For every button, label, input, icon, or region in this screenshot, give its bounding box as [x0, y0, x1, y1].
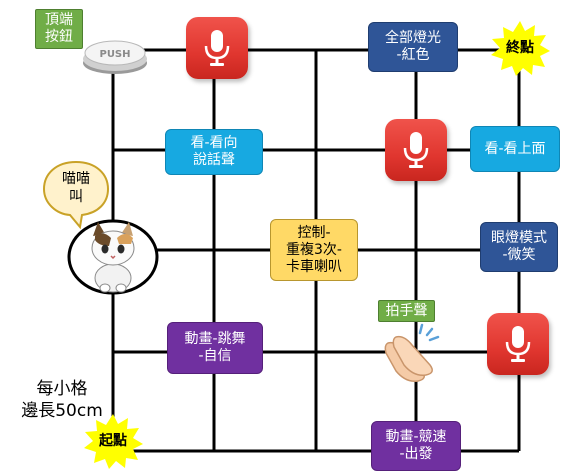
finish-label: 終點 — [506, 40, 534, 56]
dance-animation-block: 動畫-跳舞 -自信 — [167, 322, 263, 374]
all-lights-red-block: 全部燈光 -紅色 — [368, 22, 458, 72]
clap-sound-label: 拍手聲 — [378, 300, 435, 322]
look-up-block: 看-看上面 — [470, 126, 560, 172]
cat-icon — [67, 219, 159, 295]
eye-lights-block: 眼燈模式 -微笑 — [480, 222, 558, 272]
grid-size-note: 每小格 邊長50cm — [21, 379, 103, 421]
microphone-icon — [385, 119, 447, 181]
look-toward-voice-block: 看-看向 說話聲 — [165, 129, 263, 175]
microphone-icon — [186, 17, 248, 79]
push-button-icon: PUSH — [83, 40, 147, 74]
race-animation-block: 動畫-競速 -出發 — [371, 421, 461, 471]
start-label: 起點 — [99, 433, 127, 449]
speech-bubble-icon — [42, 160, 110, 229]
control-repeat-block: 控制- 重複3次- 卡車喇叭 — [270, 219, 358, 281]
star-burst-icon — [491, 21, 550, 76]
meow-label: 喵喵 叫 — [62, 171, 90, 205]
clapping-hands-icon — [384, 323, 440, 383]
push-label: PUSH — [99, 49, 130, 60]
top-button-label: 頂端 按鈕 — [35, 9, 83, 49]
star-burst-icon — [84, 414, 143, 469]
microphone-icon — [487, 313, 549, 375]
